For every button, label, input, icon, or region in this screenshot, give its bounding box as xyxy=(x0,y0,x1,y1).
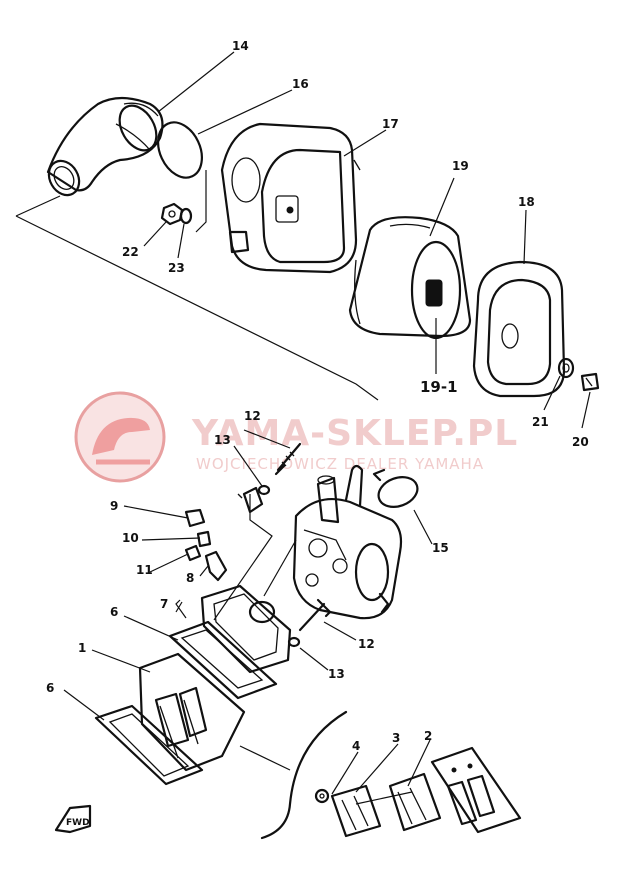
callout-15: 15 xyxy=(432,541,449,555)
callout-18: 18 xyxy=(518,195,535,209)
bracket-part xyxy=(237,486,264,514)
watermark-title: YAMA-SKLEP.PL xyxy=(191,413,518,454)
callout-6-bottom: 6 xyxy=(46,681,54,695)
callout-22: 22 xyxy=(122,245,139,259)
bolt-part-20 xyxy=(580,372,600,392)
reed-body-part xyxy=(430,746,522,834)
watermark-subtitle: WOJCIECHOWICZ DEALER YAMAHA xyxy=(196,455,484,473)
washer-part-13-top xyxy=(257,484,271,496)
screw-part-4 xyxy=(314,788,330,804)
callout-14: 14 xyxy=(232,39,249,53)
callout-1: 1 xyxy=(78,641,86,655)
callout-7: 7 xyxy=(160,597,168,611)
callout-9: 9 xyxy=(110,499,118,513)
fwd-label: FWD xyxy=(66,818,90,828)
callout-6-top: 6 xyxy=(110,605,118,619)
air-duct-part-14 xyxy=(46,96,164,197)
screw-part-12-top xyxy=(274,442,302,476)
callout-23: 23 xyxy=(168,261,185,275)
o-ring-part-16 xyxy=(157,121,203,179)
stopper-part-3 xyxy=(330,784,382,838)
callout-19-1: 19-1 xyxy=(420,378,458,396)
callout-2: 2 xyxy=(424,729,432,743)
callout-11: 11 xyxy=(136,563,153,577)
assembly-line xyxy=(195,170,207,233)
callout-13-bottom: 13 xyxy=(328,667,345,681)
filter-element-part-19 xyxy=(348,216,472,340)
washer-part-13-bottom xyxy=(287,636,301,648)
washer-part-23 xyxy=(179,207,193,225)
callout-12-bottom: 12 xyxy=(358,637,375,651)
callout-16: 16 xyxy=(292,77,309,91)
callout-21: 21 xyxy=(532,415,549,429)
fwd-arrow-icon: FWD xyxy=(54,804,92,834)
reed-valve-part-1 xyxy=(138,652,246,772)
callout-13-top: 13 xyxy=(214,433,231,447)
screw-part-12-bottom xyxy=(298,598,332,632)
callout-17: 17 xyxy=(382,117,399,131)
assembly-line xyxy=(15,215,379,401)
dealer-logo xyxy=(74,391,166,483)
callout-10: 10 xyxy=(122,531,139,545)
cover-part-18 xyxy=(472,260,566,398)
nut-part-22 xyxy=(160,202,184,226)
fitting-part-10 xyxy=(196,530,212,548)
gasket-part-6-top xyxy=(168,620,278,700)
air-cleaner-case-part-17 xyxy=(220,122,361,274)
callout-8: 8 xyxy=(186,571,194,585)
callout-3: 3 xyxy=(392,731,400,745)
callout-4: 4 xyxy=(352,739,360,753)
clamp-part-15 xyxy=(372,468,419,508)
assembly-line xyxy=(15,195,61,217)
fitting-part-11 xyxy=(184,544,202,562)
callout-19: 19 xyxy=(452,159,469,173)
elbow-part-8 xyxy=(204,550,228,582)
callout-20: 20 xyxy=(572,435,589,449)
callout-12-top: 12 xyxy=(244,409,261,423)
reed-part-2 xyxy=(388,772,442,832)
joint-part-7 xyxy=(200,584,292,674)
gasket-part-6-bottom xyxy=(94,704,204,786)
inset-separator xyxy=(260,710,348,840)
cap-part-9 xyxy=(184,508,206,528)
washer-part-21 xyxy=(557,357,575,379)
watermark: YAMA-SKLEP.PL WOJCIECHOWICZ DEALER YAMAH… xyxy=(74,391,518,483)
carburetor-assembly xyxy=(292,464,403,620)
